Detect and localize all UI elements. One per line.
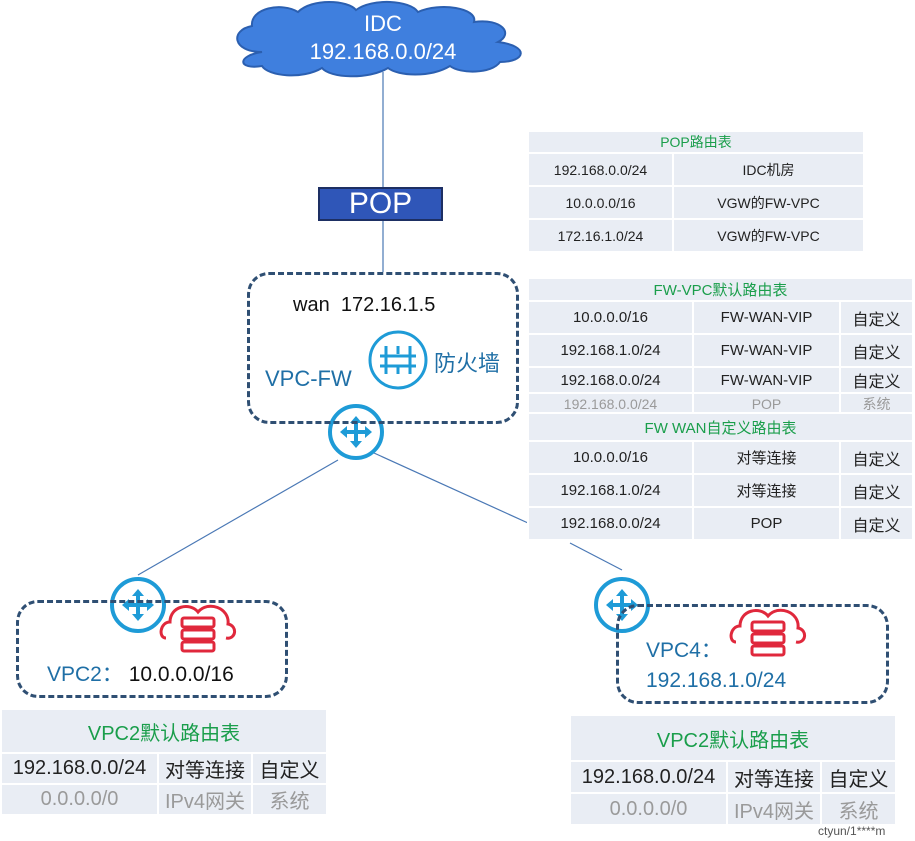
vpc4-table-title: VPC2默认路由表 [571, 716, 895, 760]
idc-cidr: 192.168.0.0/24 [309, 39, 457, 64]
table-cell: POP [694, 508, 839, 539]
pop-table-title: POP路由表 [529, 132, 863, 152]
pop-label: POP [348, 187, 413, 220]
table-cell: 10.0.0.0/16 [529, 302, 692, 333]
table-cell: 自定义 [841, 475, 912, 506]
fw-default-table-title: FW-VPC默认路由表 [529, 279, 912, 300]
wan-label: wan 172.16.1.5 [293, 294, 435, 317]
wan-ip: 172.16.1.5 [340, 294, 436, 316]
vpc4-name: VPC4： [646, 639, 722, 662]
table-cell: POP [694, 394, 839, 414]
table-cell: 系统 [253, 785, 326, 814]
table-cell: 0.0.0.0/0 [571, 794, 726, 824]
table-cell: 自定义 [841, 302, 912, 333]
vpc2-cidr: 10.0.0.0/16 [128, 663, 234, 686]
vpc4-cidr: 192.168.1.0/24 [646, 669, 787, 692]
table-cell: FW-WAN-VIP [694, 302, 839, 333]
vpc2-cloud-server-icon [159, 604, 236, 653]
table-cell: 0.0.0.0/0 [2, 785, 157, 814]
table-cell: 192.168.0.0/24 [529, 394, 692, 414]
table-cell: FW-WAN-VIP [694, 368, 839, 392]
watermark: ctyun/1****m [818, 824, 886, 838]
table-cell: 自定义 [253, 754, 326, 783]
fw-router-icon [328, 404, 384, 460]
vpc4-box [616, 604, 889, 704]
idc-label: IDC 192.168.0.0/24 [283, 10, 483, 66]
table-cell: 自定义 [841, 335, 912, 366]
table-cell: IPv4网关 [159, 785, 251, 814]
table-cell: 对等连接 [159, 754, 251, 783]
vpc2-table-title: VPC2默认路由表 [2, 710, 326, 752]
vpc2-router-icon [110, 577, 166, 633]
table-cell: 10.0.0.0/16 [529, 187, 672, 218]
table-cell: VGW的FW-VPC [674, 187, 863, 218]
vpc2-name: VPC2： [47, 663, 123, 686]
wan-text: wan [293, 294, 330, 316]
table-cell: 192.168.1.0/24 [529, 475, 692, 506]
table-cell: 自定义 [822, 762, 895, 792]
table-cell: 对等连接 [694, 475, 839, 506]
firewall-label: 防火墙 [434, 351, 501, 376]
table-cell: IPv4网关 [728, 794, 820, 824]
idc-cloud-shape [236, 0, 522, 78]
table-cell: 对等连接 [728, 762, 820, 792]
table-cell: 系统 [841, 394, 912, 414]
fw-vpc2-link [137, 459, 339, 576]
table-cell: 自定义 [841, 508, 912, 539]
table-cell: 自定义 [841, 442, 912, 473]
vpc-fw-box [247, 272, 519, 424]
table-cell: 对等连接 [694, 442, 839, 473]
fw-wan-table-title: FW WAN自定义路由表 [529, 414, 912, 440]
pop-box [318, 187, 443, 221]
table-cell: 192.168.0.0/24 [529, 368, 692, 392]
vpc4-label: VPC4： 192.168.1.0/24 [646, 636, 786, 696]
fw-vpc4-link [373, 452, 529, 524]
vpc4-cloud-server-icon [729, 608, 806, 657]
table-cell: 192.168.1.0/24 [529, 335, 692, 366]
vpc2-label: VPC2： 10.0.0.0/16 [47, 658, 234, 688]
table-cell: IDC机房 [674, 154, 863, 185]
table-cell: 192.168.0.0/24 [529, 154, 672, 185]
table-cell: 192.168.0.0/24 [529, 508, 692, 539]
vpc-fw-name: VPC-FW [265, 366, 352, 391]
table-cell: FW-WAN-VIP [694, 335, 839, 366]
fw-vpc4-link-lower [569, 542, 623, 571]
vpc2-box [16, 600, 288, 698]
idc-title: IDC [364, 11, 402, 36]
firewall-icon [368, 330, 428, 390]
table-cell: 自定义 [841, 368, 912, 392]
table-cell: 192.168.0.0/24 [2, 754, 157, 783]
table-cell: 系统 [822, 794, 895, 824]
table-cell: 10.0.0.0/16 [529, 442, 692, 473]
table-cell: VGW的FW-VPC [674, 220, 863, 251]
table-cell: 192.168.0.0/24 [571, 762, 726, 792]
table-cell: 172.16.1.0/24 [529, 220, 672, 251]
